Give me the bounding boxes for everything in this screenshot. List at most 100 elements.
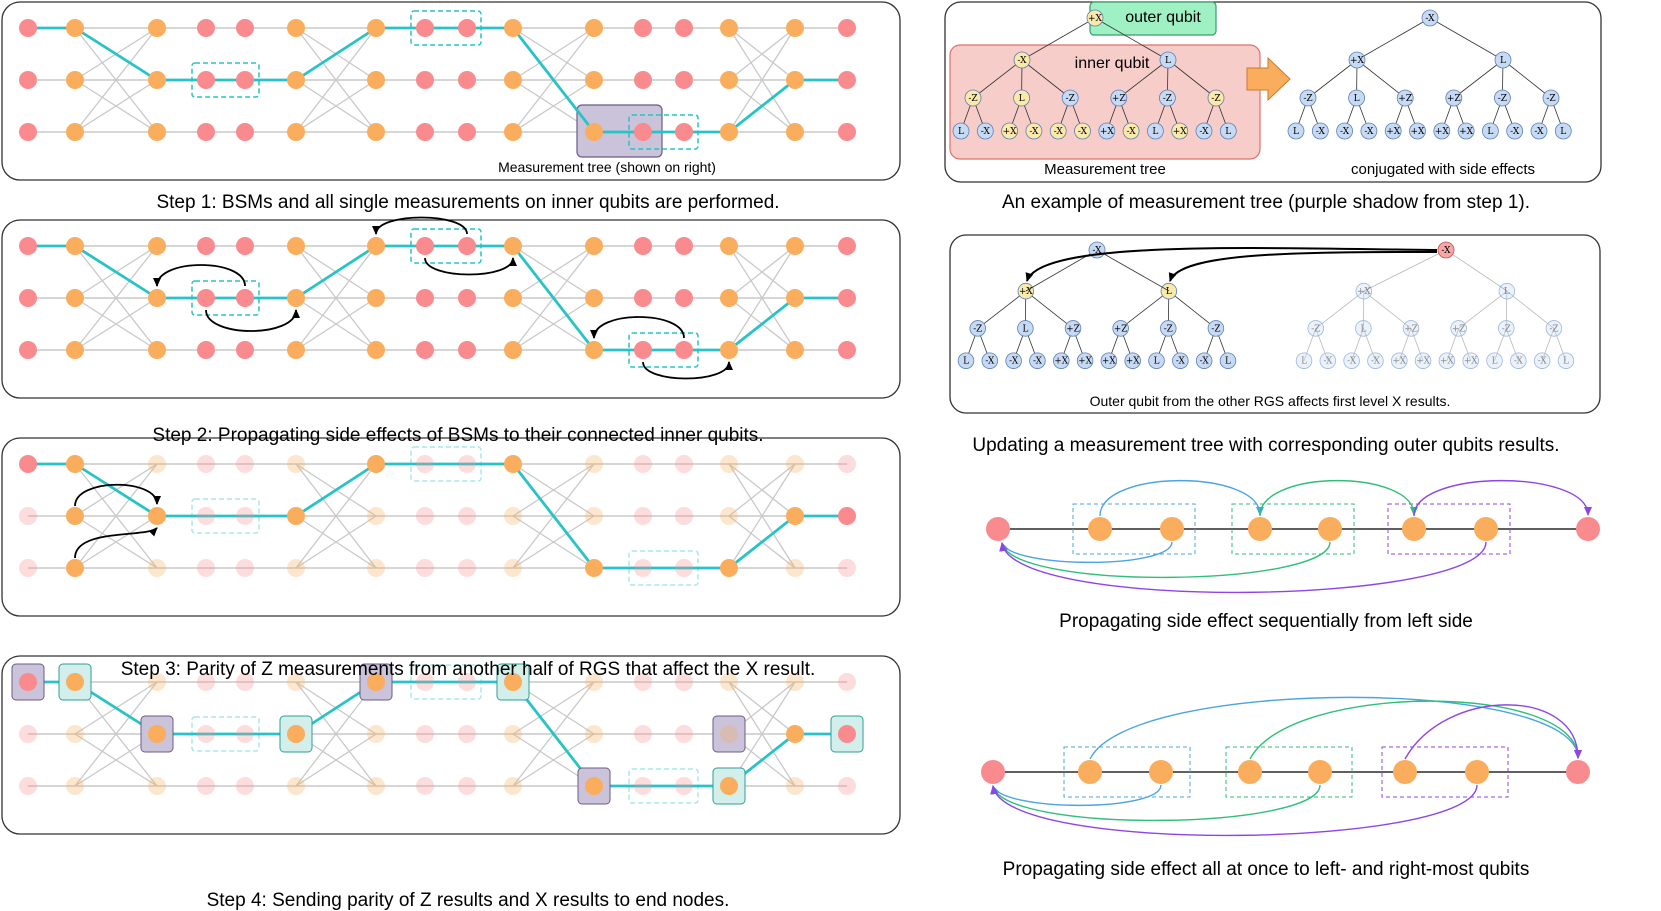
side-effect-arrow <box>590 316 685 339</box>
parity-arrow <box>74 527 158 559</box>
inner-qubit-node <box>838 777 856 795</box>
measurement-tree-note: Measurement tree (shown on right) <box>498 159 716 175</box>
inner-qubit-node <box>838 289 856 307</box>
tree-edge <box>1021 17 1096 61</box>
tree-node-label: L <box>1560 127 1566 137</box>
cross-line <box>728 463 796 569</box>
cross-line <box>728 245 796 351</box>
tree-node-label: L <box>1225 357 1231 367</box>
outer-effect-arrow <box>1168 251 1438 282</box>
inner-qubit-node <box>416 725 434 743</box>
outer-qubit-node <box>585 19 603 37</box>
inner-qubit-node <box>458 777 476 795</box>
tree-node-circle <box>1307 320 1325 337</box>
tree-node-label: -X <box>1425 14 1435 24</box>
tree-node-circle <box>1462 352 1479 369</box>
bsm-dashed-box <box>628 114 699 150</box>
outer-qubit-node <box>367 289 385 307</box>
tree-node-label: +X <box>1088 14 1103 24</box>
bsm-pair-box <box>1231 503 1355 555</box>
tree-node-circle <box>1147 122 1164 140</box>
cross-line <box>74 681 158 787</box>
tree-edge <box>1094 17 1169 61</box>
tree-leaf-node: -X <box>1005 352 1022 369</box>
tree-root: +X <box>1086 9 1104 27</box>
tree-edge <box>1363 290 1412 329</box>
tree-node-label: +X <box>1019 287 1033 297</box>
tree-leaf-node: -X <box>1172 352 1189 369</box>
tree-level2-node: -Z <box>1498 320 1515 337</box>
tree-node-label: +Z <box>1452 324 1466 334</box>
teal-path-segment <box>295 462 377 518</box>
step4-caption: Step 4: Sending parity of Z results and … <box>207 890 730 911</box>
outer-qubit-node <box>367 455 385 473</box>
tree-edge <box>1458 328 1472 361</box>
outer-qubit-node <box>786 19 804 37</box>
tree-node-label: +X <box>1126 357 1140 367</box>
update-root-right: -X <box>1437 241 1455 259</box>
inner-qubit-node <box>634 123 652 141</box>
inner-qubit-node <box>1402 517 1426 541</box>
inner-qubit-node <box>416 71 434 89</box>
bsm-pair-box <box>1225 746 1353 798</box>
tree-node-label: -X <box>1017 56 1027 66</box>
outer-qubit-node <box>585 559 603 577</box>
tree-node-circle <box>969 320 986 337</box>
outer-qubit-node <box>720 341 738 359</box>
inner-qubit-node <box>838 725 856 743</box>
cross-line <box>74 297 158 351</box>
inner-qubit-node <box>838 237 856 255</box>
tree-node-circle <box>1482 122 1499 140</box>
tree-node-label: -X <box>981 127 991 137</box>
tree-node-circle <box>1122 122 1140 140</box>
tree-level2-node: +Z <box>1396 89 1414 107</box>
bsm-dashed-box <box>191 716 260 752</box>
tree-edge <box>1506 290 1555 329</box>
side-effect-arrow <box>372 216 468 235</box>
tree-node-label: -Z <box>1311 324 1320 334</box>
tree-node-circle <box>1494 51 1512 69</box>
cross-line <box>295 463 377 569</box>
tree-node-label: +Z <box>1066 324 1080 334</box>
side-effect-arrow <box>1001 541 1173 564</box>
tree-node-label: -X <box>1514 357 1524 367</box>
tree-level1-node: L <box>1498 282 1516 300</box>
tree-leaf-node: -X <box>1122 122 1140 140</box>
side-effect-arrow <box>992 784 1162 807</box>
bsm-dashed-box <box>191 280 260 316</box>
tree-node-label: -Z <box>1211 324 1220 334</box>
outer-qubit-node <box>504 673 522 691</box>
tree-node-label: L <box>1022 324 1028 334</box>
tree-level2-node: +Z <box>1402 320 1420 337</box>
tree-node-label: -X <box>1534 127 1544 137</box>
teal-path-segment <box>74 26 158 82</box>
outer-qubit-node <box>585 123 603 141</box>
inner-qubit-node <box>416 341 434 359</box>
tree-node-label: +X <box>1100 127 1115 137</box>
outer-qubit-node <box>720 71 738 89</box>
inner-qubit-node <box>1465 760 1489 784</box>
tree-node-circle <box>1457 122 1475 140</box>
inner-qubit-node <box>19 237 37 255</box>
tree-leaf-node: L <box>952 122 970 140</box>
inner-qubit-node <box>675 455 693 473</box>
cross-line <box>728 463 796 517</box>
tree-node-circle <box>1172 352 1189 369</box>
tree-edge <box>977 290 1027 329</box>
tree-leaf-node: -X <box>976 122 994 140</box>
tree-node-label: -X <box>1176 357 1186 367</box>
outer-qubit-node <box>287 237 305 255</box>
outer-qubit-node <box>148 455 166 473</box>
tree-leaf-node: L <box>1554 122 1572 140</box>
inner-qubit-node <box>236 19 254 37</box>
tree-level2-node: -Z <box>1545 320 1563 337</box>
tree-node-label: -Z <box>1498 94 1507 104</box>
side-effect-arrow <box>642 361 733 380</box>
inner-qubit-node <box>838 341 856 359</box>
inner-qubit-node <box>634 725 652 743</box>
inner-qubit-node <box>675 673 693 691</box>
panel-frame <box>1 437 901 617</box>
side-effect-arrow <box>999 541 1331 579</box>
tree-edge <box>1398 328 1412 361</box>
outer-qubit-node <box>148 559 166 577</box>
